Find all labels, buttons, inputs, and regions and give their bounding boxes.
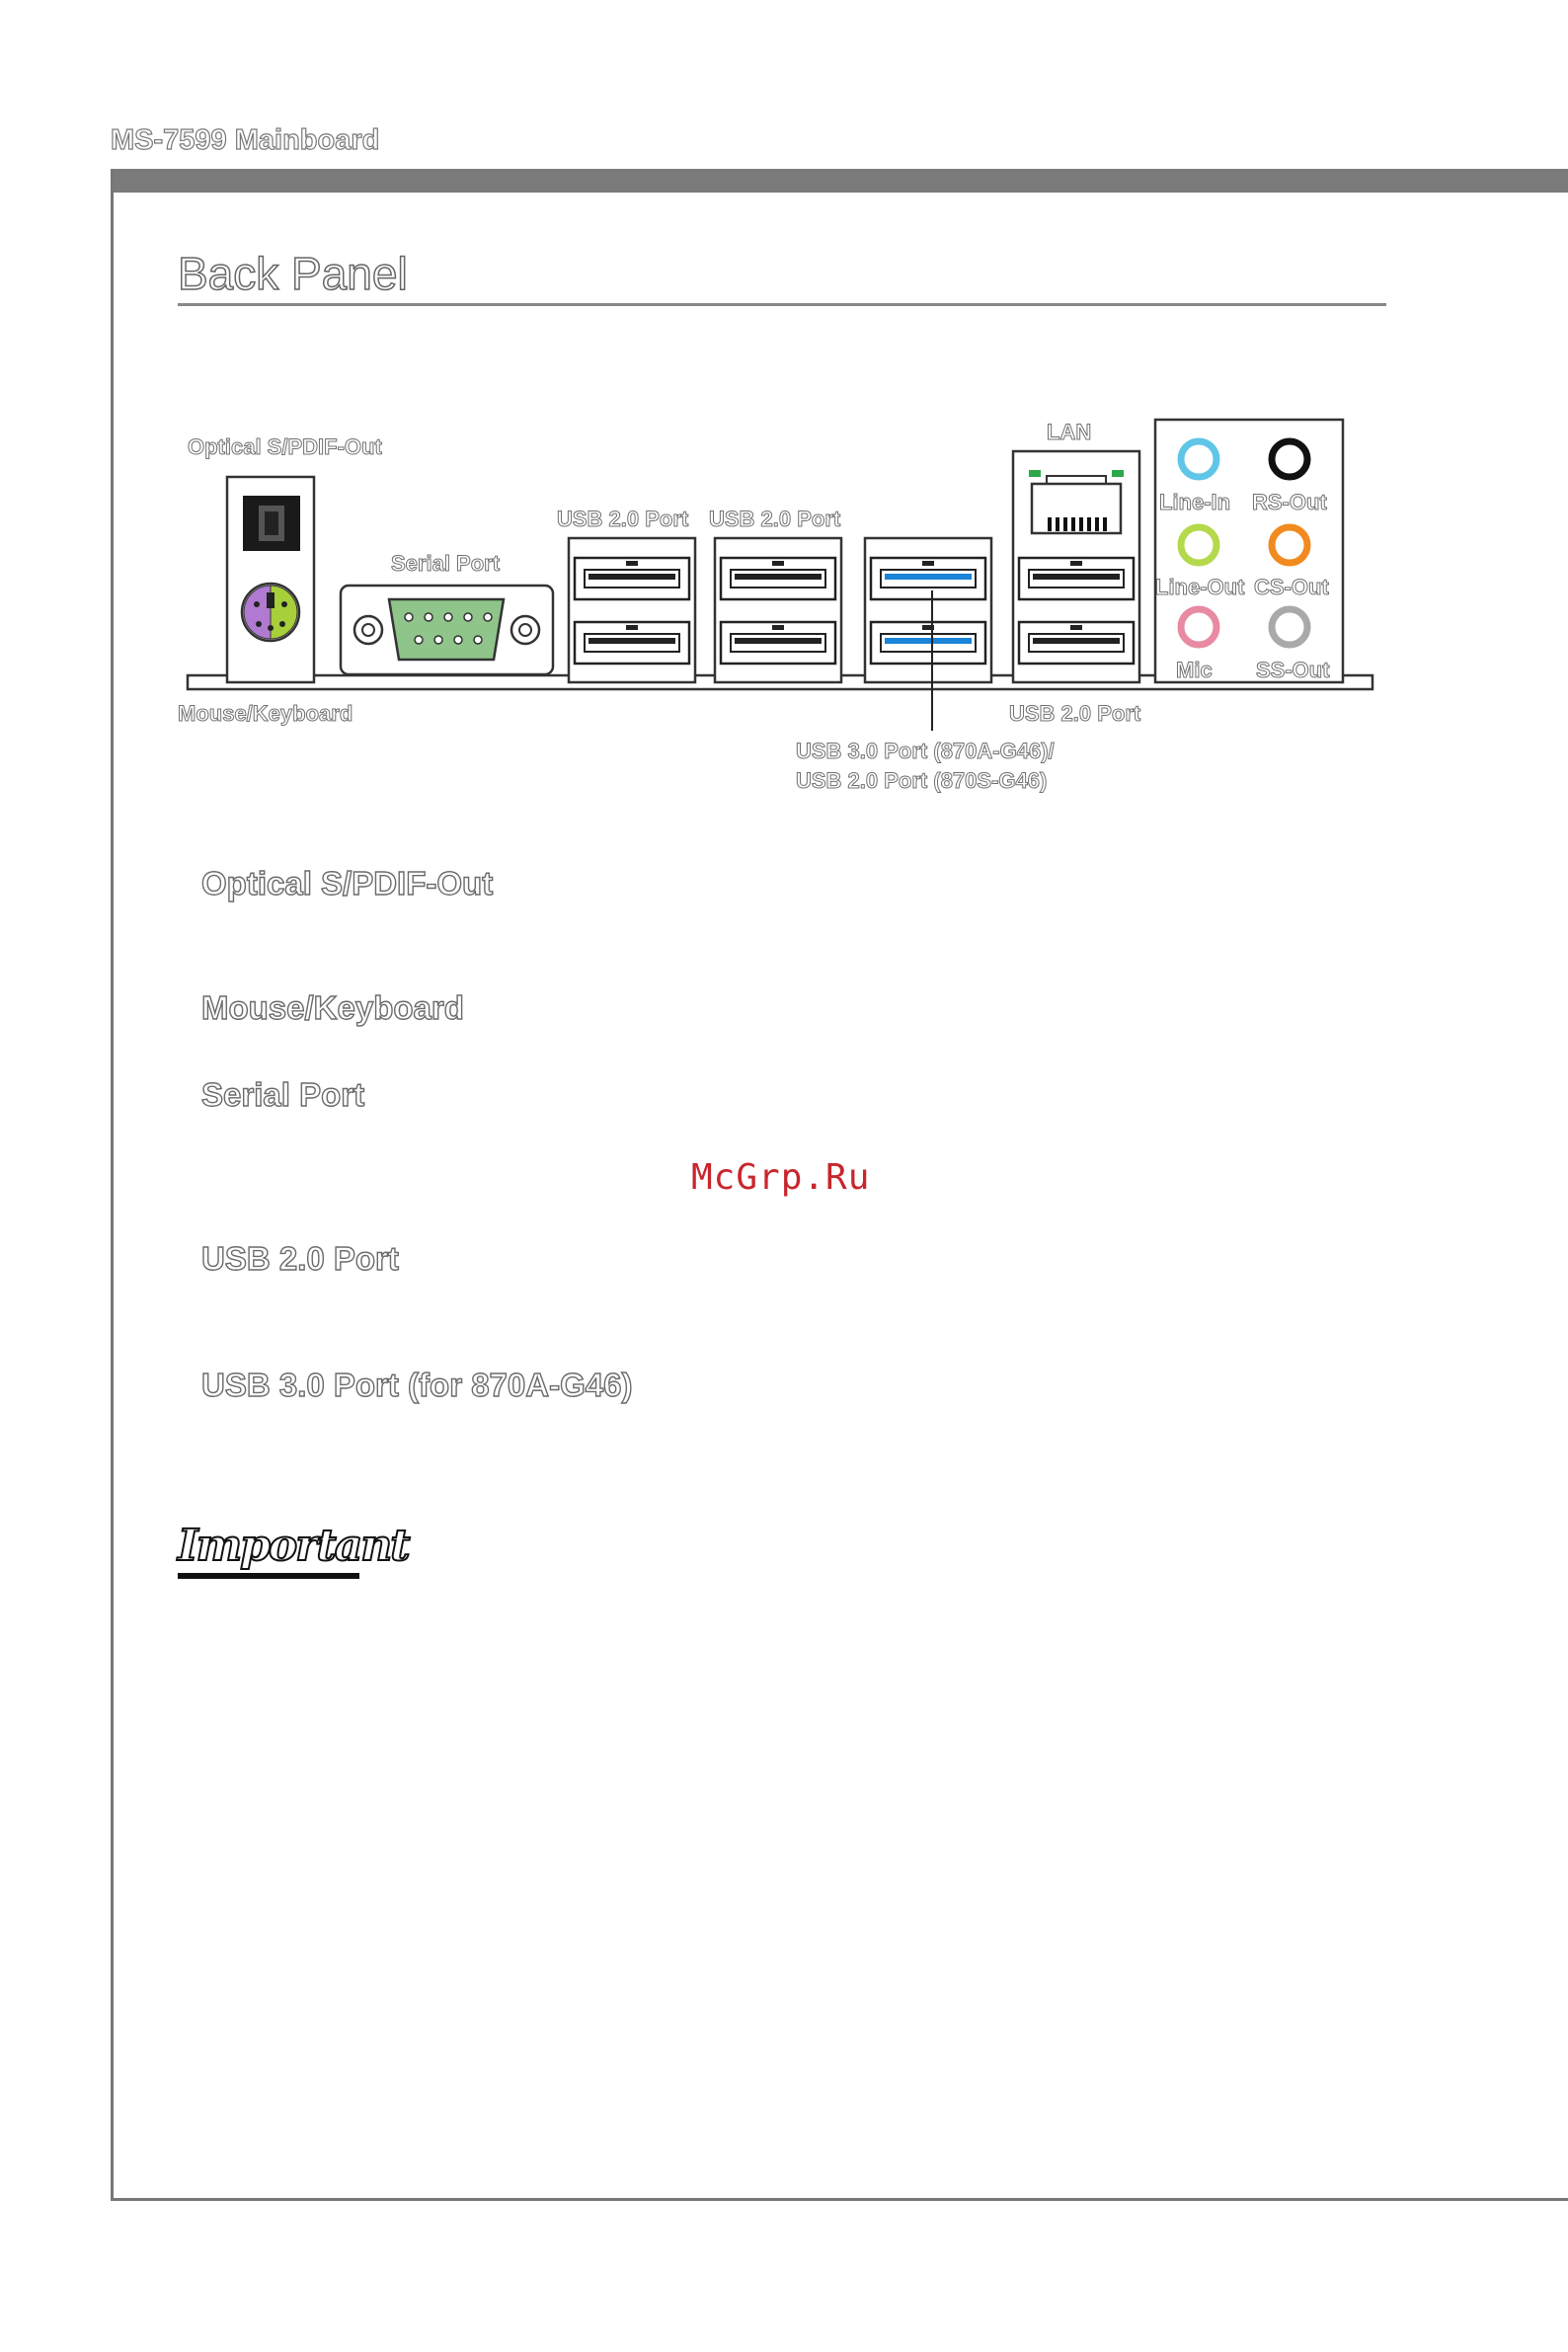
label-line-out: Line-Out (1155, 575, 1245, 599)
label-ss-out: SS-Out (1256, 658, 1330, 682)
important-badge: Important (177, 1520, 412, 1579)
label-mic: Mic (1176, 658, 1213, 682)
bottom-rule (111, 2198, 1568, 2201)
jack-cs-out (1268, 523, 1311, 567)
jack-line-out (1177, 523, 1220, 567)
section-heading-mouse-keyboard: Mouse/Keyboard (200, 988, 464, 1026)
label-usb20-c: USB 2.0 Port (1009, 701, 1141, 726)
audio-jack-block (1153, 418, 1345, 684)
lan-led-right (1112, 470, 1124, 477)
label-lan: LAN (1047, 420, 1091, 444)
left-rule (111, 169, 114, 2201)
title-rule (178, 303, 1386, 306)
label-line-in: Line-In (1159, 490, 1230, 514)
header-bar (113, 169, 1568, 193)
jack-ss-out (1268, 605, 1311, 649)
spdif-ps2-module (225, 475, 316, 684)
label-usb20-a: USB 2.0 Port (557, 507, 689, 531)
label-mouse-keyboard: Mouse/Keyboard (178, 701, 353, 726)
lan-port (1030, 482, 1123, 535)
jack-line-in (1177, 437, 1220, 481)
section-heading-usb30: USB 3.0 Port (for 870A-G46) (200, 1366, 633, 1403)
watermark: McGrp.Ru (691, 1157, 871, 1198)
back-panel-diagram: Optical S/PDIF-Out Mouse/Keyboard Serial… (178, 418, 1374, 794)
important-underline (178, 1573, 359, 1579)
label-serial: Serial Port (391, 551, 501, 576)
usb30-stack (863, 536, 993, 731)
label-rs-out: RS-Out (1252, 490, 1327, 514)
jack-mic (1177, 605, 1220, 649)
label-usb20-b: USB 2.0 Port (709, 507, 841, 531)
label-cs-out: CS-Out (1254, 575, 1329, 599)
lan-led-left (1029, 470, 1041, 477)
section-heading-spdif: Optical S/PDIF-Out (200, 864, 494, 902)
serial-port (339, 584, 555, 676)
page-title: Back Panel (177, 247, 408, 300)
usb20-stack-b (713, 536, 843, 684)
label-usb30-line2: USB 2.0 Port (870S-G46) (796, 768, 1047, 793)
section-heading-usb20: USB 2.0 Port (200, 1239, 399, 1277)
label-spdif: Optical S/PDIF-Out (188, 434, 382, 459)
label-usb30-line1: USB 3.0 Port (870A-G46)/ (796, 739, 1055, 763)
usb20-stack-a (567, 536, 697, 684)
important-label: Important (177, 1520, 412, 1572)
jack-rs-out (1268, 437, 1311, 481)
header-title: MS-7599 Mainboard (110, 123, 380, 156)
section-heading-serial: Serial Port (200, 1075, 365, 1113)
lan-usb-stack (1011, 449, 1141, 684)
